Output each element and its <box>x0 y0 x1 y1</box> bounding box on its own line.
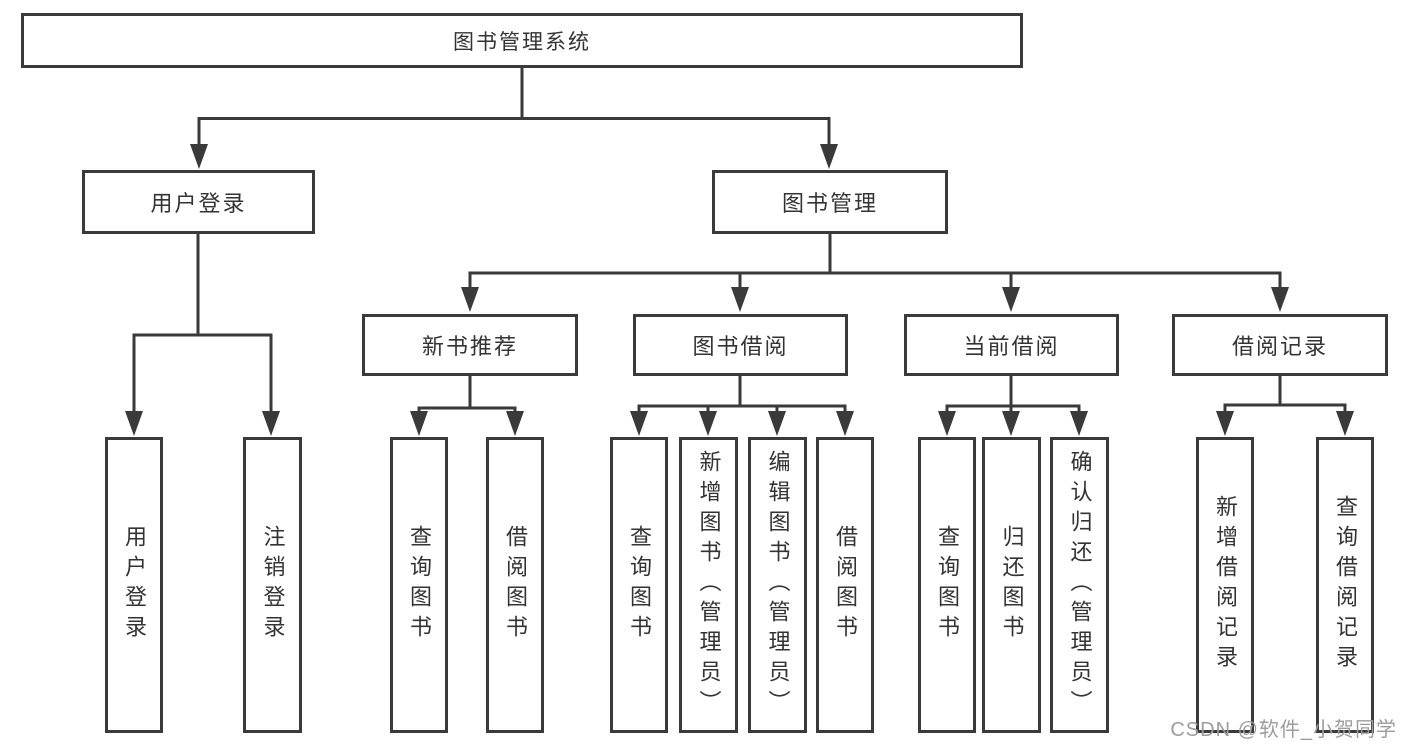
leaf-borrow-query-label: 查询图书 <box>627 525 652 645</box>
leaf-newbook-borrow: 借阅图书 <box>486 437 544 733</box>
leaf-newbook-borrow-label: 借阅图书 <box>503 525 528 645</box>
node-root-label: 图书管理系统 <box>453 30 591 54</box>
leaf-borrow-borrow-label: 借阅图书 <box>833 525 858 645</box>
node-new-book-rec-label: 新书推荐 <box>421 334 518 359</box>
leaf-newbook-query-label: 查询图书 <box>407 525 432 645</box>
leaf-borrow-edit: 编辑图书（管理员） <box>748 437 807 733</box>
node-book-borrow-label: 图书借阅 <box>692 334 789 359</box>
leaf-current-query-label: 查询图书 <box>935 525 960 645</box>
leaf-current-return-label: 归还图书 <box>999 525 1025 645</box>
node-new-book-rec: 新书推荐 <box>362 314 578 376</box>
csdn-watermark: CSDN @软件_小贺同学 <box>1170 719 1397 741</box>
leaf-borrow-query: 查询图书 <box>610 437 668 733</box>
node-book-mgmt: 图书管理 <box>712 170 948 234</box>
leaf-current-confirm-label: 确认归还（管理员） <box>1067 450 1093 720</box>
arrowheads <box>125 144 1354 436</box>
node-current-borrow-label: 当前借阅 <box>963 334 1060 359</box>
leaf-record-add: 新增借阅记录 <box>1196 437 1254 733</box>
leaf-record-add-label: 新增借阅记录 <box>1213 495 1238 675</box>
leaf-logout-label: 注销登录 <box>260 525 286 645</box>
leaf-user-login: 用户登录 <box>105 437 163 733</box>
node-borrow-record: 借阅记录 <box>1172 314 1388 376</box>
node-current-borrow: 当前借阅 <box>904 314 1119 376</box>
leaf-user-login-label: 用户登录 <box>122 525 147 645</box>
leaf-record-query: 查询借阅记录 <box>1316 437 1374 733</box>
node-borrow-record-label: 借阅记录 <box>1231 334 1328 359</box>
leaf-current-return: 归还图书 <box>982 437 1041 733</box>
node-user-login-label: 用户登录 <box>150 191 247 216</box>
leaf-borrow-add: 新增图书（管理员） <box>679 437 738 733</box>
node-book-mgmt-label: 图书管理 <box>781 191 878 216</box>
leaf-borrow-borrow: 借阅图书 <box>816 437 874 733</box>
node-root: 图书管理系统 <box>21 13 1023 68</box>
leaf-record-query-label: 查询借阅记录 <box>1333 495 1358 675</box>
leaf-current-confirm: 确认归还（管理员） <box>1050 437 1109 733</box>
leaf-borrow-add-label: 新增图书（管理员） <box>696 450 722 720</box>
leaf-newbook-query: 查询图书 <box>390 437 448 733</box>
leaf-logout: 注销登录 <box>243 437 302 733</box>
leaf-current-query: 查询图书 <box>918 437 976 733</box>
node-book-borrow: 图书借阅 <box>633 314 848 376</box>
node-user-login: 用户登录 <box>82 170 315 234</box>
leaf-borrow-edit-label: 编辑图书（管理员） <box>765 450 791 720</box>
